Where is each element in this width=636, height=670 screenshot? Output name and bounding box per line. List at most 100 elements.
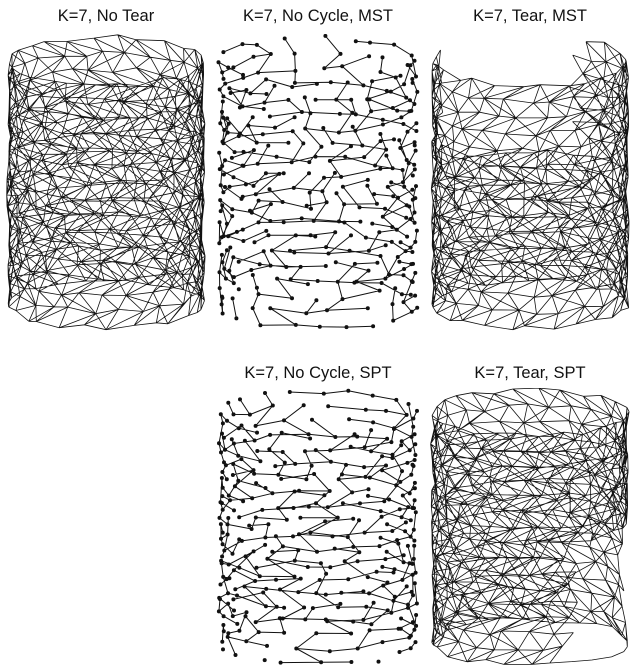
tree-node <box>218 198 222 202</box>
tree-node <box>409 473 413 477</box>
tree-node <box>290 160 294 164</box>
tree-node <box>220 302 224 306</box>
tree-node <box>346 577 350 581</box>
tree-node <box>275 605 279 609</box>
panel-title-no-cycle-mst: K=7, No Cycle, MST <box>212 6 424 26</box>
tree-node <box>324 264 328 268</box>
tree-node <box>340 472 344 476</box>
tree-node <box>241 76 245 80</box>
tree-node <box>328 565 332 569</box>
tree-node <box>329 80 333 84</box>
tree-node <box>404 520 408 524</box>
tree-node <box>408 491 412 495</box>
tree-node <box>243 439 247 443</box>
mesh-edges <box>431 42 629 330</box>
tree-node <box>237 287 241 291</box>
tree-node <box>318 325 322 329</box>
tree-node <box>307 505 311 509</box>
tree-node <box>300 110 304 114</box>
tree-node <box>282 171 286 175</box>
tree-node <box>336 516 340 520</box>
panel-title-no-tear: K=7, No Tear <box>0 6 212 26</box>
tree-node <box>314 591 318 595</box>
tree-node <box>246 124 250 128</box>
tree-node <box>380 468 384 472</box>
tree-node <box>307 432 311 436</box>
tree-node <box>263 658 267 662</box>
tree-node <box>268 187 272 191</box>
tree-node <box>316 279 320 283</box>
tree-node <box>379 254 383 258</box>
tree-node <box>266 522 270 526</box>
tree-node <box>413 453 417 457</box>
tree-node <box>244 639 248 643</box>
tree-node <box>392 426 396 430</box>
tree-node <box>309 207 313 211</box>
tree-node <box>226 131 230 135</box>
tree-node <box>300 216 304 220</box>
tree-node <box>279 477 283 481</box>
tree-node <box>230 214 234 218</box>
tree-node <box>269 202 273 206</box>
tree-node <box>363 531 367 535</box>
tree-node <box>232 568 236 572</box>
tree-node <box>288 390 292 394</box>
tree-node <box>303 127 307 131</box>
tree-node <box>412 528 416 532</box>
tree-node <box>217 441 221 445</box>
tree-node <box>348 249 352 253</box>
tree-node <box>394 398 398 402</box>
tree-node <box>319 561 323 565</box>
tree-node <box>236 479 240 483</box>
tree-node <box>273 84 277 88</box>
mesh-edge-path <box>431 388 629 664</box>
tree-node <box>299 265 303 269</box>
tree-node <box>220 555 224 559</box>
tree-node <box>401 168 405 172</box>
tree-node <box>221 421 225 425</box>
tree-node <box>398 480 402 484</box>
tree-node <box>226 401 230 405</box>
tree-node <box>413 240 417 244</box>
tree-node <box>381 118 385 122</box>
tree-node <box>400 515 404 519</box>
tree-node <box>343 559 347 563</box>
tree-node <box>220 70 224 74</box>
tree-node <box>345 325 349 329</box>
tree-node <box>261 132 265 136</box>
tree-node <box>390 225 394 229</box>
tree-node <box>349 660 353 664</box>
tree-node <box>381 123 385 127</box>
tree-node <box>396 196 400 200</box>
tree-node <box>415 602 419 606</box>
tree-node <box>253 240 257 244</box>
tree-node <box>226 516 230 520</box>
tree-node <box>328 448 332 452</box>
tree-node <box>227 563 231 567</box>
tree-node <box>252 468 256 472</box>
tree-node <box>404 249 408 253</box>
tree-node <box>382 499 386 503</box>
tree-node <box>257 630 261 634</box>
tree-node <box>239 457 243 461</box>
tree-node <box>231 65 235 69</box>
tree-node <box>411 417 415 421</box>
tree-node <box>290 85 294 89</box>
tree-node <box>324 572 328 576</box>
tree-node <box>367 487 371 491</box>
tree-node <box>407 205 411 209</box>
tree-node <box>349 233 353 237</box>
tree-node <box>221 141 225 145</box>
tree-node <box>219 450 223 454</box>
tree-node <box>221 190 225 194</box>
tree-node <box>328 489 332 493</box>
tree-node <box>361 618 365 622</box>
tree-node <box>380 454 384 458</box>
tree-node <box>252 184 256 188</box>
tree-node <box>353 262 357 266</box>
tree-node <box>406 130 410 134</box>
tree-node <box>237 566 241 570</box>
mesh-no-tear-panel <box>0 34 212 334</box>
tree-node <box>225 116 229 120</box>
tree-node <box>362 465 366 469</box>
